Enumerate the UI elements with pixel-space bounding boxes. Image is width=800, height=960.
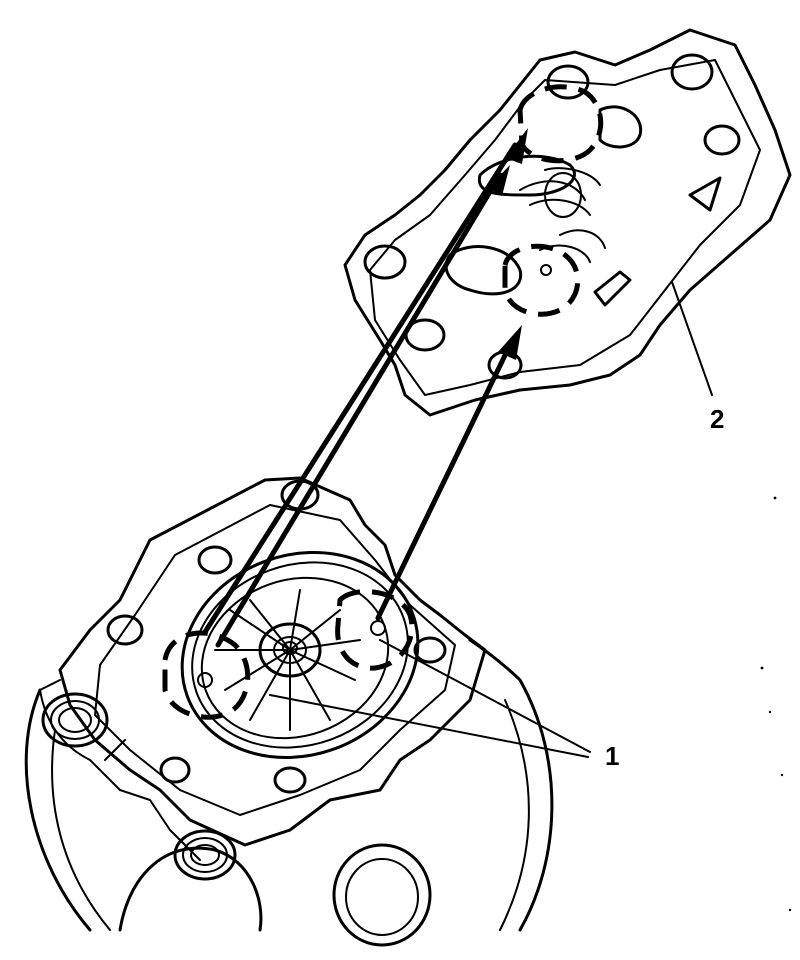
housing-plate — [58, 476, 487, 847]
alignment-arrows — [202, 128, 528, 648]
cover-outline — [343, 28, 792, 417]
gear-hub — [258, 622, 322, 678]
pump-housing — [24, 476, 554, 947]
cover-bolt-hole-1 — [546, 64, 590, 100]
arrow-line-1 — [202, 142, 518, 635]
gear-hub-bore — [273, 636, 307, 664]
bolt-hole-upper-left — [197, 545, 233, 575]
cover-bolt-hole-4 — [363, 244, 407, 280]
callout-2-leader — [671, 281, 713, 396]
lower-opening-right-inner — [345, 858, 419, 936]
pump-cover — [343, 28, 792, 417]
callout-2: 2 — [671, 281, 724, 434]
lower-opening-left — [118, 846, 263, 932]
arrow-line-3 — [375, 342, 513, 621]
bolt-hole-bottom — [273, 766, 307, 794]
callout-2-label: 2 — [710, 404, 724, 434]
lower-opening-right — [332, 843, 432, 947]
gear-spokes — [214, 589, 361, 731]
pocket-inner-ring — [191, 561, 409, 749]
gear-mark-left — [197, 672, 213, 688]
cover-dowel — [540, 264, 552, 276]
bolt-hole-left — [106, 614, 144, 646]
callout-1-leader-b — [269, 694, 589, 758]
cover-oil-passage-1 — [598, 105, 643, 149]
arrow-head-3 — [498, 325, 522, 360]
housing-plate-inner-edge — [94, 504, 456, 816]
callout-1: 1 — [269, 639, 619, 771]
cover-tab-upper — [688, 176, 722, 212]
lower-mark-circle-left — [162, 630, 251, 720]
upper-mark-circle-1 — [517, 84, 604, 164]
threaded-port-bottom — [173, 829, 237, 881]
lower-mark-circle-right — [335, 589, 415, 671]
upper-mark-circle-2 — [502, 243, 581, 317]
cover-slots — [519, 167, 606, 263]
housing-inner-arc — [51, 699, 530, 931]
callout-1-leader-a — [379, 639, 591, 753]
cover-tab-lower — [593, 270, 632, 307]
cover-bolt-hole-3 — [703, 124, 741, 156]
callout-1-label: 1 — [605, 741, 619, 771]
gear-mark-right — [370, 620, 386, 636]
threaded-port-left — [41, 692, 109, 748]
housing-side-boss — [39, 679, 201, 861]
scan-specks — [760, 496, 792, 912]
arrow-head-2 — [488, 165, 510, 196]
cover-center-boss — [544, 172, 582, 218]
bolt-hole-bottom-left — [159, 756, 191, 784]
cover-side-port — [444, 245, 523, 296]
cover-inner-edge — [369, 59, 761, 396]
arrow-head-1 — [505, 128, 528, 164]
cover-bolt-hole-2 — [670, 53, 714, 91]
arrow-line-2 — [215, 172, 503, 648]
bolt-hole-right — [413, 636, 447, 664]
gear-hub-center — [282, 641, 298, 655]
